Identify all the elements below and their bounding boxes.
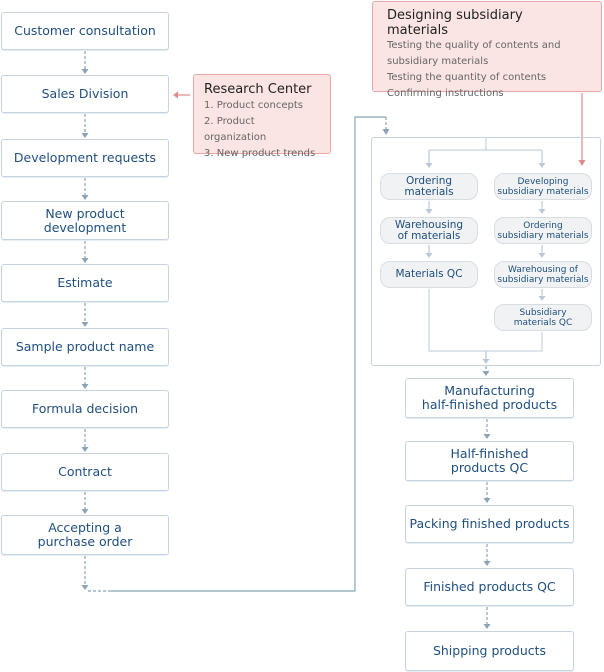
subsidiary-note-arrow-head [578, 160, 586, 166]
left-flow-arrow-head [81, 133, 89, 138]
research-center-title: Research Center [204, 82, 312, 97]
subsidiary-note-item: Confirming instructions [387, 88, 504, 99]
step-developing-subsidiary-materials: Developing subsidiary materials [494, 173, 592, 200]
left-flow-arrow-head [81, 69, 89, 74]
step-finished-products-qc: Finished products QC [405, 568, 574, 606]
step-estimate: Estimate [1, 264, 169, 302]
step-ordering-subsidiary-materials: Ordering subsidiary materials [494, 217, 592, 244]
step-shipping-products: Shipping products [405, 631, 574, 671]
subsidiary-note-title: Designing subsidiary materials [387, 8, 523, 38]
right-flow-arrow-head [483, 434, 491, 439]
step-ordering-materials: Ordering materials [380, 173, 478, 200]
step-sample-product-name: Sample product name [1, 328, 169, 366]
right-flow-arrow-head [483, 624, 491, 629]
connector-to-materials-head [382, 129, 390, 135]
materials-arrow-head [425, 253, 433, 258]
step-contract: Contract [1, 453, 169, 491]
materials-arrow-head [425, 209, 433, 214]
left-flow-arrow-head [81, 447, 89, 452]
left-flow-arrow-head [81, 322, 89, 327]
subsidiary-note-item: Testing the quality of contents and [387, 40, 561, 51]
step-customer-consultation: Customer consultation [1, 12, 169, 50]
step-half-finished-qc: Half-finished products QC [405, 441, 574, 481]
left-flow-arrow-head [81, 258, 89, 263]
right-flow-arrow-head [483, 561, 491, 566]
step-manufacturing-half-finished: Manufacturing half-finished products [405, 378, 574, 418]
branch-arrow-right-head [538, 163, 546, 168]
left-flow-arrow-head [81, 384, 89, 389]
step-warehousing-subsidiary-materials: Warehousing of subsidiary materials [494, 261, 592, 288]
materials-container [371, 137, 601, 366]
designing-subsidiary-materials-note: Designing subsidiary materials Testing t… [372, 1, 602, 99]
step-packing-finished-products: Packing finished products [405, 505, 574, 543]
left-flow-arrow-head [81, 195, 89, 200]
subsidiary-arrow-head [538, 296, 546, 301]
research-center-note: Research Center 1. Product concepts 2. P… [193, 74, 331, 159]
research-center-item: 3. New product trends [204, 148, 316, 159]
subsidiary-arrow-head [538, 253, 546, 258]
subsidiary-arrow-head [538, 209, 546, 214]
merge-arrow-head [482, 359, 490, 364]
right-flow-arrow-head [483, 498, 491, 503]
right-flow-entry-arrow-head [482, 371, 490, 376]
step-sales-division: Sales Division [1, 75, 169, 113]
research-center-arrow-head [173, 91, 178, 99]
research-center-item: 2. Product organization [204, 116, 267, 143]
left-flow-arrow-head [81, 509, 89, 514]
step-materials-qc: Materials QC [380, 261, 478, 288]
step-formula-decision: Formula decision [1, 390, 169, 428]
research-center-item: 1. Product concepts [204, 100, 303, 111]
step-warehousing-materials: Warehousing of materials [380, 217, 478, 244]
step-new-product-development: New product development [1, 201, 169, 240]
connector-to-materials [108, 116, 386, 592]
step-accepting-purchase-order: Accepting a purchase order [1, 515, 169, 555]
subsidiary-note-item: Testing the quantity of contents [387, 72, 547, 83]
subsidiary-note-item: subsidiary materials [387, 56, 489, 67]
left-flow-exit-arrow-head [81, 585, 89, 590]
step-development-requests: Development requests [1, 139, 169, 177]
step-subsidiary-materials-qc: Subsidiary materials QC [494, 304, 592, 331]
branch-arrow-left-head [425, 163, 433, 168]
